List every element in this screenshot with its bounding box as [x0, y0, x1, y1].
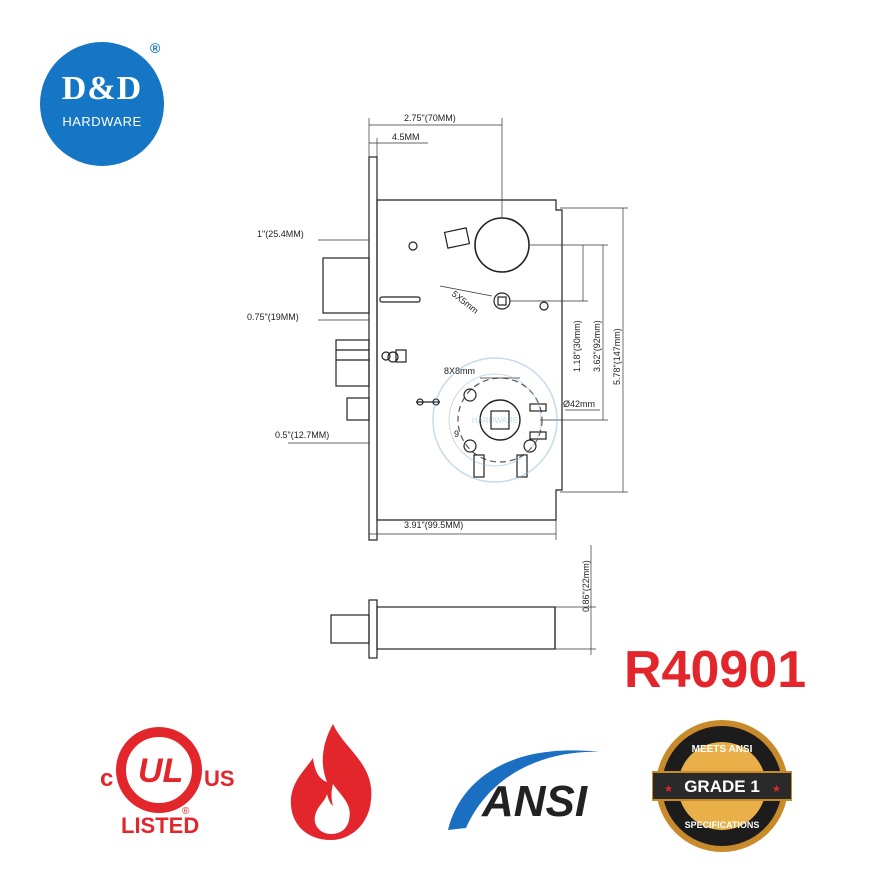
ul-listed-label: LISTED — [121, 813, 199, 838]
dim-case-depth: 0.86"(22mm) — [581, 560, 591, 612]
cylinder-hole — [474, 217, 530, 273]
ansi-swoosh — [448, 750, 600, 830]
bottom-hub — [479, 399, 521, 441]
auxiliary-bolt — [346, 397, 370, 421]
dim-backset: 2.75"(70MM) — [404, 113, 456, 123]
deadlatch — [335, 339, 370, 387]
top-hub — [493, 292, 511, 310]
registered-mark: ® — [150, 40, 161, 56]
ul-mark: UL — [138, 752, 183, 790]
ansi-label: ANSI — [481, 777, 588, 826]
flame-icon — [290, 724, 372, 840]
dim-total-width: 3.91"(99.5MM) — [404, 520, 463, 530]
faceplate — [368, 156, 378, 541]
bottom-view-case — [376, 606, 556, 650]
watermark-center: HARDWARE — [472, 416, 518, 425]
ul-listed-badge: c UL US LISTED ® — [100, 727, 235, 838]
dim-faceplate: 4.5MM — [392, 132, 420, 142]
dim-thru-bolt: Ø42mm — [563, 399, 595, 409]
ul-ring — [116, 727, 202, 813]
brand-logo — [40, 42, 164, 166]
dim-spindle-bottom: 8X8mm — [444, 366, 475, 376]
brand-subtitle: HARDWARE — [62, 114, 142, 129]
dim-case-height: 5.78"(147mm) — [612, 328, 622, 385]
badge-ribbon — [652, 771, 792, 801]
model-number: R40901 — [624, 641, 807, 699]
dim-deadlatch: 0.75"(19MM) — [247, 312, 299, 322]
bottom-view-faceplate — [368, 599, 378, 659]
dim-small: 9 — [454, 429, 459, 439]
dim-latch-throw: 1"(25.4MM) — [257, 229, 304, 239]
lock-case — [376, 199, 563, 521]
ul-c: c — [100, 765, 113, 792]
ul-reg: ® — [182, 806, 190, 817]
grade-1-badge: GRADE 1 MEETS ANSI SPECIFICATIONS ★ ★ — [652, 720, 792, 852]
watermark-stamp: HARDWARE — [432, 357, 558, 483]
dim-hub-cylinder: 1.18"(30mm) — [572, 320, 582, 372]
dim-deadbolt: 0.5"(12.7MM) — [275, 430, 329, 440]
ul-us: US — [204, 766, 235, 791]
brand-name: D&D — [61, 70, 143, 107]
badge-top-text: MEETS ANSI — [692, 744, 753, 755]
badge-bottom-text: SPECIFICATIONS — [685, 820, 760, 830]
ansi-logo: ANSI — [448, 750, 600, 830]
badge-grade: GRADE 1 — [684, 777, 760, 796]
star-icon: ★ — [664, 784, 673, 795]
latch-bolt — [322, 257, 370, 314]
dim-cylinder-hub: 3.62"(92mm) — [592, 320, 602, 372]
star-icon: ★ — [772, 784, 781, 795]
